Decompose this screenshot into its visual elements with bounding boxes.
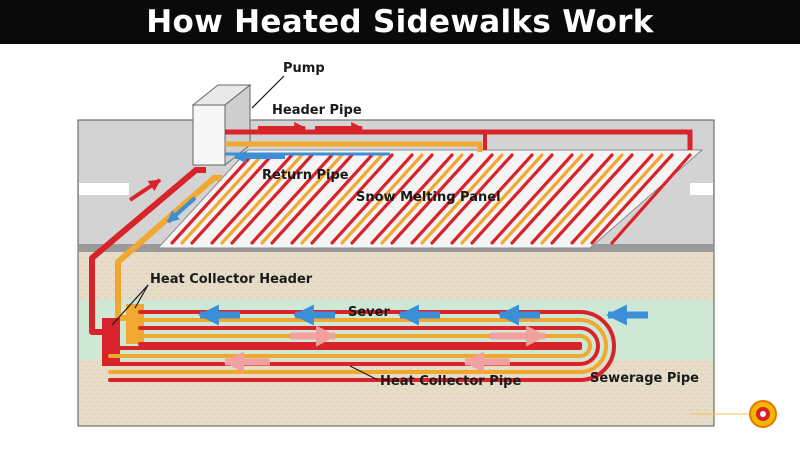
panel-heating-pipes — [170, 153, 692, 245]
return-riser-pipe — [115, 175, 222, 321]
watermark-badge-icon — [690, 400, 777, 428]
label-sewerage-pipe: Sewerage Pipe — [590, 371, 699, 386]
label-heat-collector-pipe: Heat Collector Pipe — [380, 374, 521, 389]
heat-flow-arrows — [222, 325, 548, 373]
flow-arrow — [166, 196, 197, 224]
soil-layer — [79, 252, 713, 300]
return-pipe — [225, 141, 483, 152]
label-heat-collector-header: Heat Collector Header — [150, 272, 313, 287]
flow-arrow — [128, 178, 162, 202]
heat-collector-header-block — [102, 318, 120, 366]
heat-collector-header-block — [126, 304, 144, 344]
label-snow-melting-panel: Snow Melting Panel — [356, 190, 501, 205]
title-bar: How Heated Sidewalks Work — [0, 0, 800, 44]
header-pipe — [225, 129, 693, 150]
label-sever: Sever — [348, 305, 390, 320]
label-pump: Pump — [283, 61, 325, 76]
soil-layer — [79, 360, 713, 425]
page-title: How Heated Sidewalks Work — [146, 4, 654, 40]
supply-riser-pipe — [89, 167, 206, 335]
road-marking — [690, 183, 713, 195]
label-leader-lines — [111, 75, 379, 381]
label-return-pipe: Return Pipe — [262, 168, 349, 183]
road-marking — [79, 183, 129, 195]
label-header-pipe: Header Pipe — [272, 103, 362, 118]
heat-collector-pipe — [108, 310, 616, 382]
